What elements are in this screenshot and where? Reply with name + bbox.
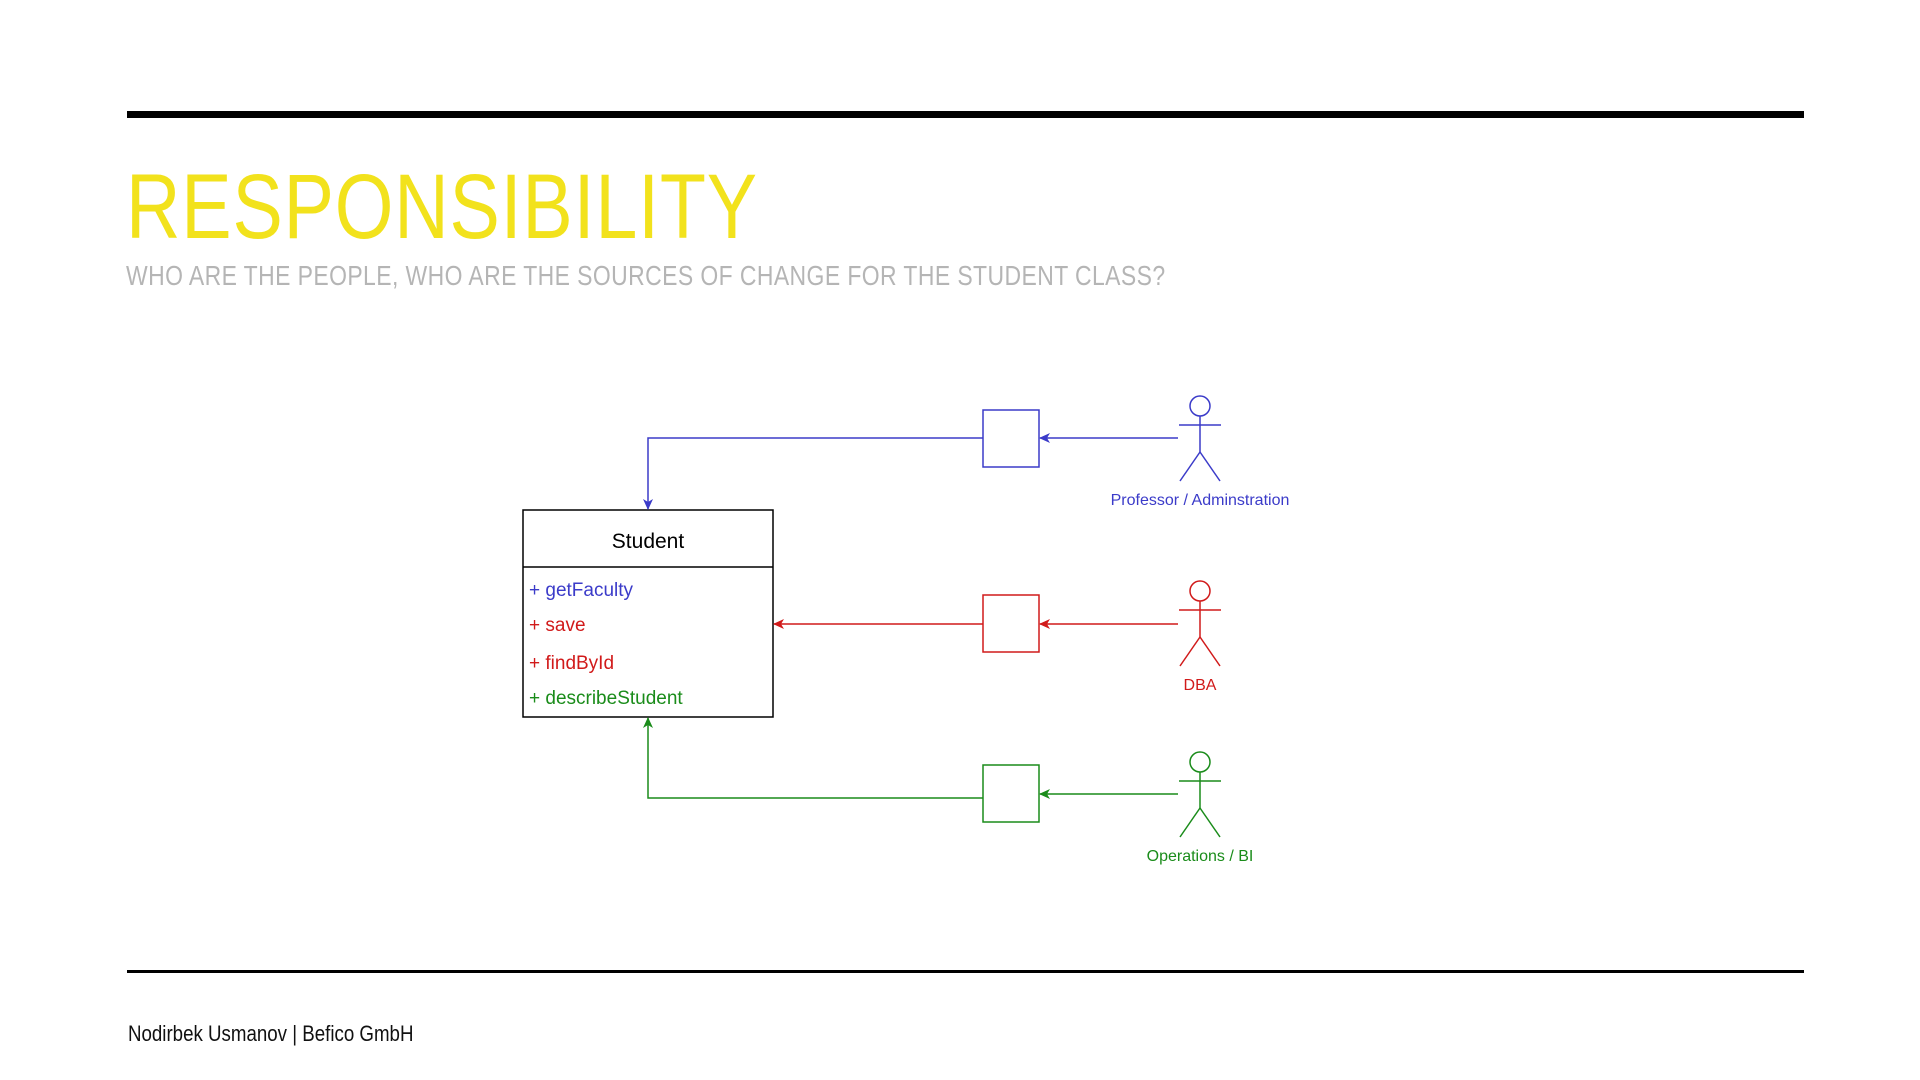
operations-actor-icon: [1179, 751, 1221, 838]
box-to-student-arrow-green: [643, 717, 983, 799]
professor-actor-label: Professor / Adminstration: [1111, 492, 1290, 509]
top-rule: [127, 111, 1804, 118]
operations-interface-box: [982, 764, 1040, 823]
box-to-student-arrow-blue: [643, 437, 983, 510]
slide-subtitle: WHO ARE THE PEOPLE, WHO ARE THE SOURCES …: [126, 260, 1166, 291]
bottom-rule: [127, 970, 1804, 973]
dba-interface-box: [982, 594, 1040, 653]
flow-operations: Operations / BI: [643, 717, 1254, 865]
flow-dba: DBA: [773, 580, 1221, 694]
method-get-faculty: + getFaculty: [529, 580, 634, 601]
slide-title: RESPONSIBILITY: [126, 156, 758, 258]
professor-interface-box: [982, 409, 1040, 468]
method-find-by-id: + findById: [529, 653, 614, 674]
flow-professor: Professor / Adminstration: [643, 395, 1290, 510]
dba-actor-icon: [1179, 580, 1221, 667]
class-name: Student: [612, 530, 685, 553]
method-save: + save: [529, 615, 586, 636]
professor-actor-icon: [1179, 395, 1221, 482]
footer-author: Nodirbek Usmanov | Befico GmbH: [128, 1021, 414, 1046]
operations-actor-label: Operations / BI: [1147, 848, 1254, 865]
student-class-box: Student + getFaculty + save + findById +…: [522, 509, 774, 718]
dba-actor-label: DBA: [1184, 677, 1217, 694]
method-describe-student: + describeStudent: [529, 688, 683, 709]
